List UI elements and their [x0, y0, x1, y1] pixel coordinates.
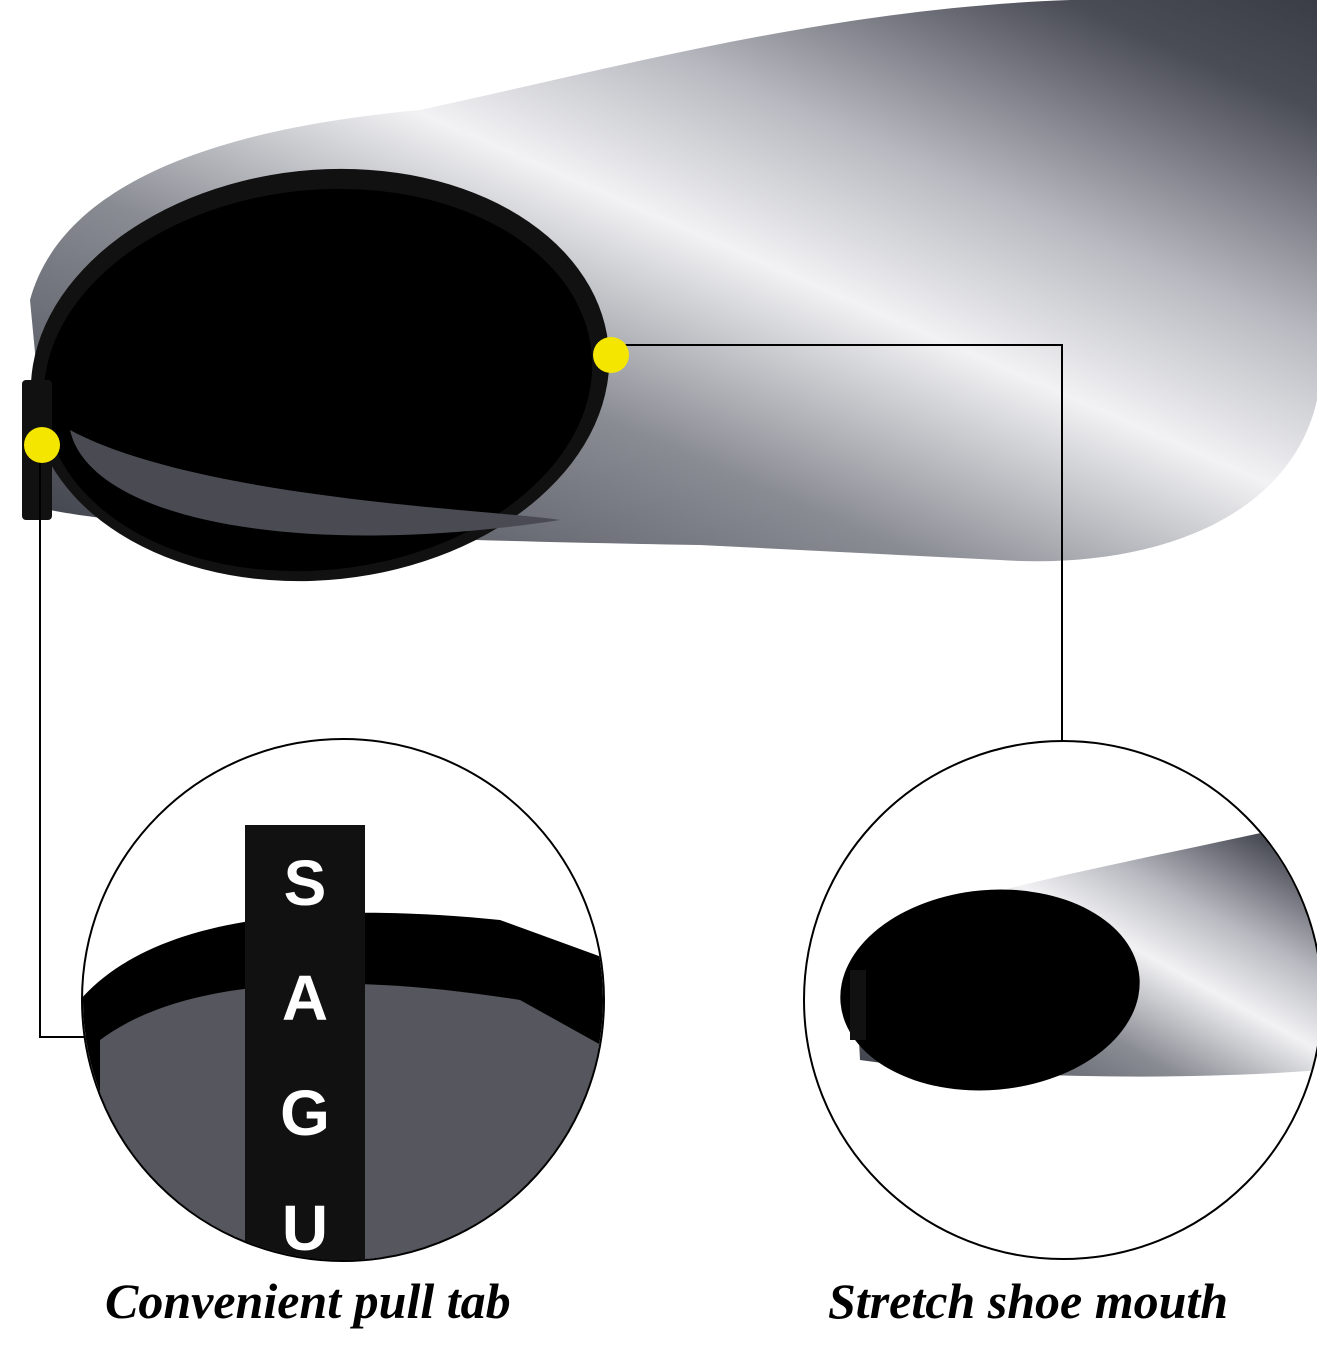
detail-circle-pull-tab: S A G U [81, 738, 605, 1264]
tab-letter: G [280, 1077, 330, 1149]
tab-letter: U [282, 1192, 328, 1264]
tab-letter: A [282, 962, 328, 1034]
caption-pull-tab: Convenient pull tab [105, 1273, 511, 1329]
callout-line-tab [39, 445, 88, 1038]
callout-line-mouth [611, 344, 1063, 748]
marker-dot-mouth [593, 337, 629, 373]
marker-dot-tab [24, 427, 60, 463]
tab-letter: S [284, 847, 327, 919]
caption-shoe-mouth: Stretch shoe mouth [828, 1273, 1229, 1329]
shoe-main [22, 0, 1317, 582]
detail-circle-shoe-mouth [803, 740, 1317, 1260]
